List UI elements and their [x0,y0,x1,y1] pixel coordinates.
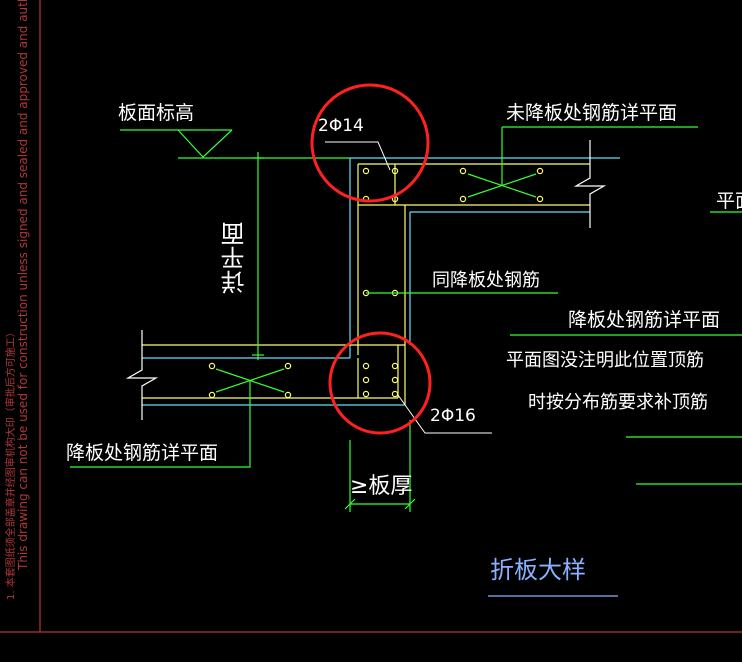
dimension-lines [252,152,416,512]
lower-slab [125,330,406,420]
label-top-bar-note-1: 平面图没注明此位置顶筋 [506,350,704,371]
label-edge-partial: 平面 [716,190,742,212]
label-top-bar-note-2: 时按分布筋要求补顶筋 [528,392,708,413]
elevation-marker [120,129,350,159]
leader-lines [325,141,492,434]
margin-chinese-note: 1. 本套图纸须全部盖章并经图审机构大印（审批后方可施工） [6,327,17,600]
label-rebar-top: 2Φ14 [318,116,364,136]
label-lowered-slab-rebar-top: 降板处钢筋详平面 [568,309,721,331]
label-slab-top-elevation: 板面标高 [118,102,195,124]
highlight-circle-bottom [328,331,432,435]
label-min-slab-thickness: ≥板厚 [350,474,413,499]
margin-english-note: This drawing can not be used for constru… [16,0,30,570]
label-detail-plan-vertical: 详平面 [221,222,249,294]
label-rebar-bottom: 2Φ16 [430,406,476,426]
detail-title: 折板大样 [490,556,586,584]
label-unlowered-slab-rebar: 未降板处钢筋详平面 [506,102,678,124]
label-lowered-slab-rebar-left: 降板处钢筋详平面 [66,442,219,464]
label-same-as-lowered-rebar: 同降板处钢筋 [432,270,540,291]
highlight-circles [310,83,432,435]
highlight-circle-top [310,83,430,203]
drawing-frame [0,0,742,633]
upper-slab [349,140,620,358]
leader-lines-green [70,126,742,485]
